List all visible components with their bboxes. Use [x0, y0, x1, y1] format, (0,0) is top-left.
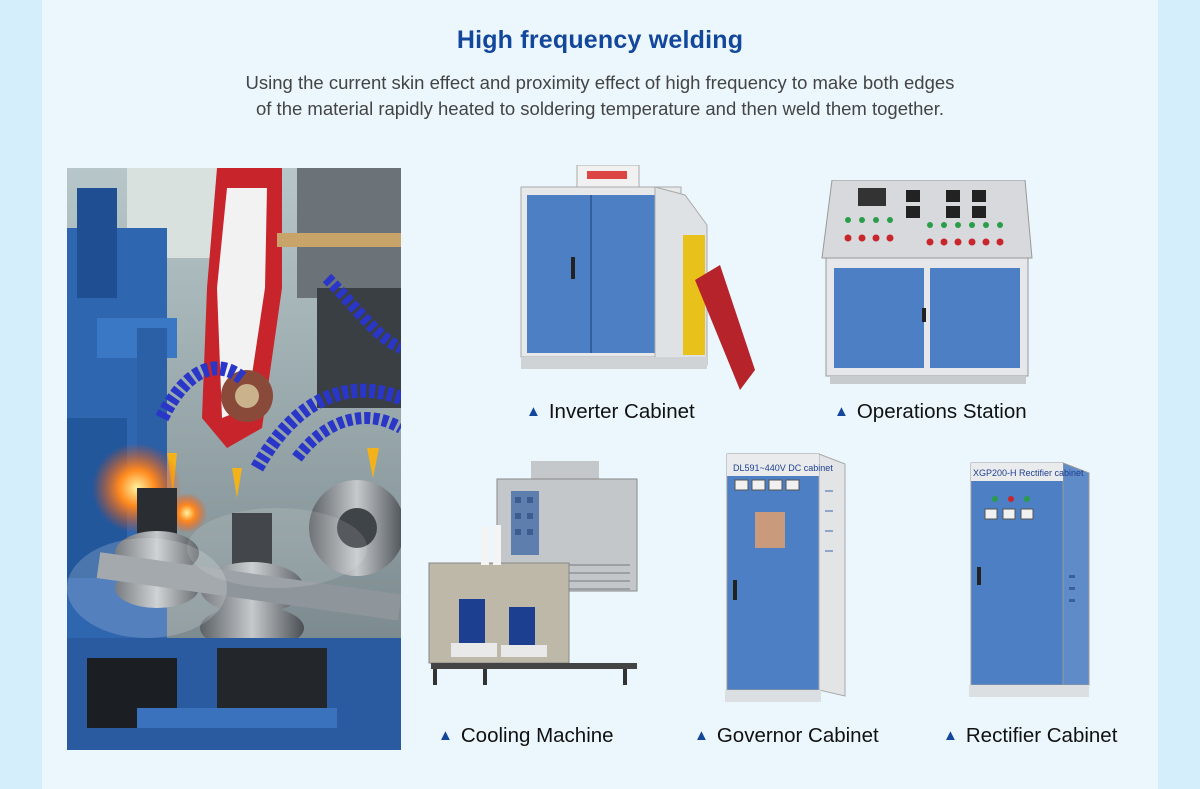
description-line-1: Using the current skin effect and proxim…	[245, 72, 955, 93]
page-description: Using the current skin effect and proxim…	[180, 70, 1020, 122]
operations-station-image	[820, 179, 1035, 385]
caption-label: Governor Cabinet	[716, 724, 879, 747]
caption-operations-station: ▲ Operations Station	[834, 400, 1027, 424]
caption-label: Cooling Machine	[460, 724, 614, 747]
triangle-marker-icon: ▲	[526, 403, 541, 420]
triangle-marker-icon: ▲	[834, 403, 849, 420]
caption-rectifier-cabinet: ▲ Rectifier Cabinet	[943, 724, 1117, 748]
caption-label: Operations Station	[856, 400, 1027, 423]
governor-cabinet-image: DL591~440V DC cabinet	[725, 450, 850, 706]
caption-label: Inverter Cabinet	[548, 400, 695, 423]
rectifier-cabinet-image: XGP200-H Rectifier cabinet	[965, 455, 1095, 701]
inverter-cabinet-image	[515, 164, 760, 395]
page-title: High frequency welding	[456, 26, 744, 54]
cooling-machine-image	[425, 455, 640, 690]
caption-cooling-machine: ▲ Cooling Machine	[438, 724, 614, 748]
caption-governor-cabinet: ▲ Governor Cabinet	[694, 724, 879, 748]
caption-inverter-cabinet: ▲ Inverter Cabinet	[526, 400, 695, 424]
rectifier-panel-text: XGP200-H Rectifier cabinet	[973, 468, 1084, 478]
triangle-marker-icon: ▲	[943, 727, 958, 744]
triangle-marker-icon: ▲	[694, 727, 709, 744]
description-line-2: of the material rapidly heated to solder…	[255, 98, 944, 119]
welding-machine-photo	[67, 168, 401, 750]
caption-label: Rectifier Cabinet	[965, 724, 1118, 747]
triangle-marker-icon: ▲	[438, 727, 453, 744]
governor-panel-text: DL591~440V DC cabinet	[733, 463, 833, 473]
